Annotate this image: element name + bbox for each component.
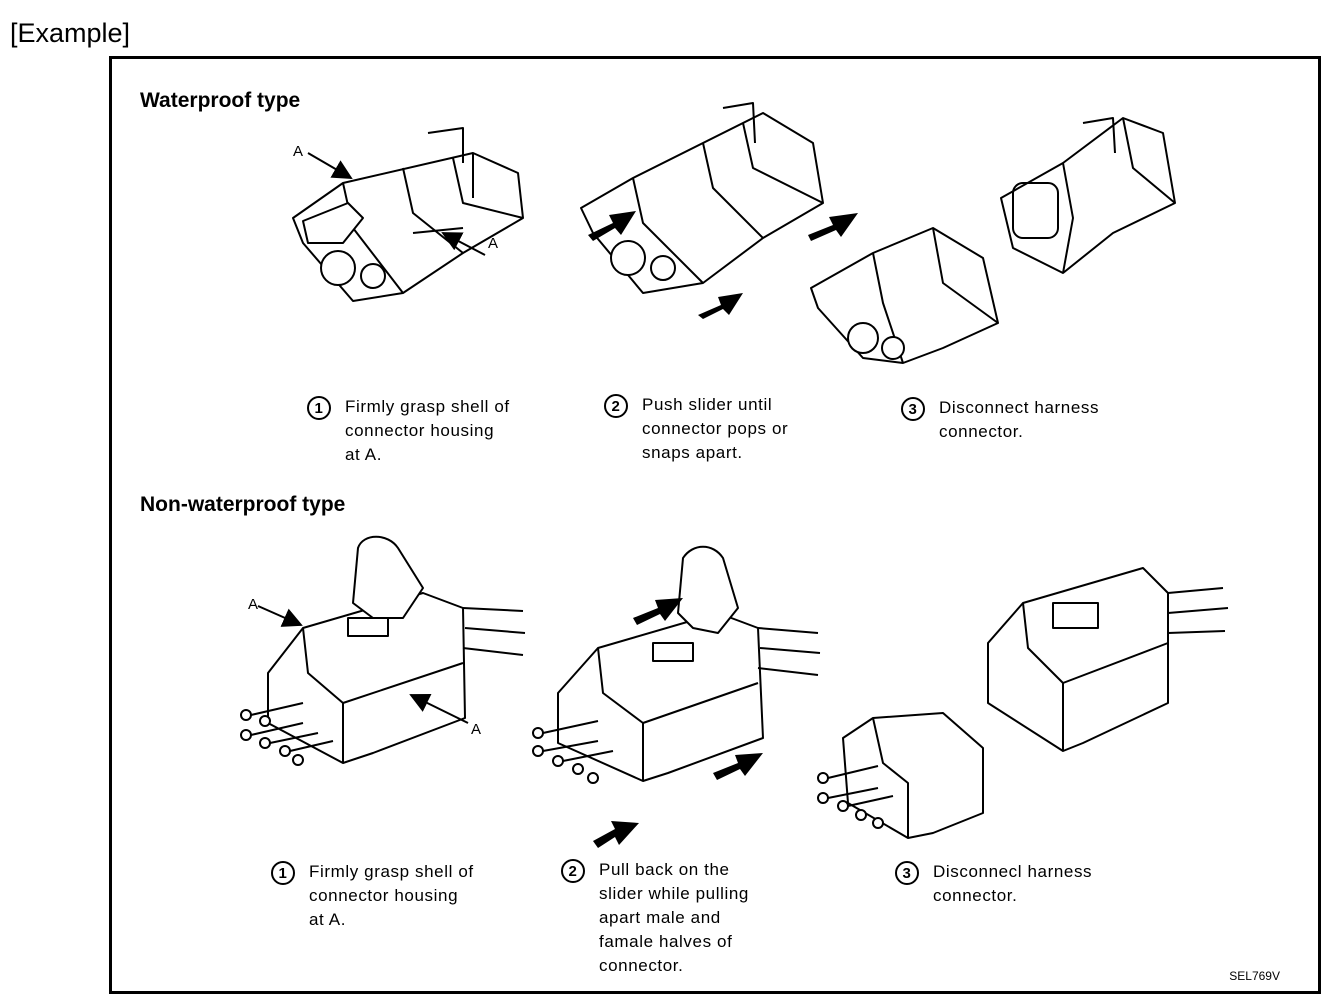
non-waterproof-step-2: 2 Pull back on the slider while pulling … — [561, 859, 791, 984]
non-waterproof-connector-grasp: A A — [240, 535, 526, 766]
step-text: Firmly grasp shell of connector housing … — [345, 397, 510, 464]
figure-frame: A A — [109, 56, 1321, 994]
figure-code: SEL769V — [1229, 969, 1280, 983]
waterproof-step-2: 2 Push slider until connector pops or sn… — [604, 394, 834, 469]
step-text: Firmly grasp shell of connector housing … — [309, 862, 474, 929]
step-number-badge: 2 — [561, 859, 585, 883]
non-waterproof-section-title: Non-waterproof type — [140, 493, 346, 516]
step-text: Disconnect harness connector. — [939, 398, 1100, 441]
waterproof-section-title: Waterproof type — [140, 89, 301, 112]
step-text: Disconnecl harness connector. — [933, 862, 1093, 905]
waterproof-step-1: 1 Firmly grasp shell of connector housin… — [307, 396, 547, 471]
illustration-canvas: A A — [240, 102, 1229, 848]
waterproof-connector-push — [580, 102, 858, 319]
step-number-badge: 3 — [901, 397, 925, 421]
callout-a-top-2: A — [248, 596, 258, 613]
step-number-badge: 2 — [604, 394, 628, 418]
waterproof-connector-grasp: A A — [292, 127, 524, 302]
non-waterproof-step-1: 1 Firmly grasp shell of connector housin… — [271, 861, 511, 936]
waterproof-connector-halves — [810, 117, 1176, 364]
step-text: Push slider until connector pops or snap… — [642, 395, 789, 462]
waterproof-step-3: 3 Disconnect harness connector. — [901, 397, 1141, 447]
step-number-badge: 1 — [307, 396, 331, 420]
callout-a-side: A — [488, 235, 498, 252]
step-text: Pull back on the slider while pulling ap… — [599, 860, 749, 975]
non-waterproof-connector-pull — [532, 545, 821, 848]
callout-a-side-2: A — [471, 721, 481, 738]
step-number-badge: 3 — [895, 861, 919, 885]
page-heading: [Example] — [10, 18, 131, 48]
non-waterproof-step-3: 3 Disconnecl harness connector. — [895, 861, 1135, 911]
callout-a-top: A — [293, 143, 303, 160]
step-number-badge: 1 — [271, 861, 295, 885]
non-waterproof-connector-halves — [817, 567, 1229, 839]
